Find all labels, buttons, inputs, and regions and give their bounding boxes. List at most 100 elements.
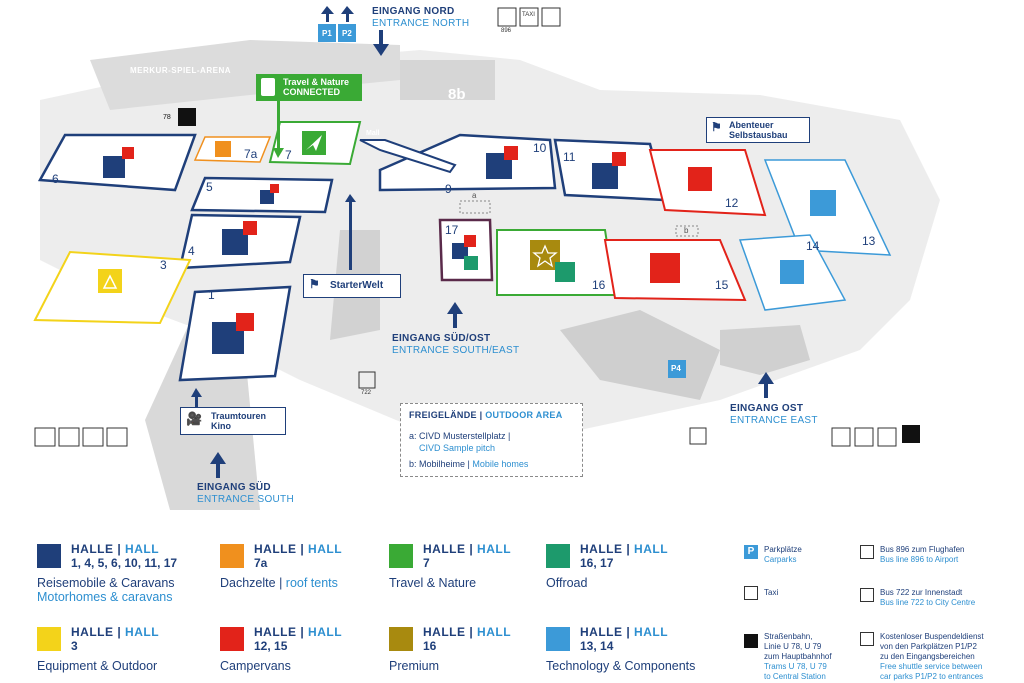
shuttle-en2: car parks P1/P2 to entrances — [880, 672, 984, 681]
campervan-icon — [220, 627, 244, 651]
hall-label-14[interactable]: 14 — [806, 239, 820, 253]
taxi-service: Taxi — [764, 588, 778, 598]
legend-heading: HALLE | HALL — [423, 625, 512, 639]
hall-label-4[interactable]: 4 — [188, 244, 195, 258]
starterwelt-label: StarterWelt — [330, 280, 384, 291]
legend-heading: HALLE | HALL — [71, 625, 160, 639]
tram-stop-icon — [178, 108, 196, 126]
fairground-map — [33, 6, 940, 510]
tram-stop-east-icon — [902, 425, 920, 443]
outdoor-a-en-text: CIVD Sample pitch — [419, 443, 496, 453]
shuttle-l3: zu den Eingangsbereichen — [880, 652, 975, 661]
halle-word: HALLE — [254, 625, 297, 639]
category-de: Campervans — [220, 659, 291, 673]
legend-category-name: Equipment & Outdoor — [37, 659, 157, 673]
legend-hall-numbers: 16 — [423, 639, 437, 653]
entrance-south-east-label[interactable]: EINGANG SÜD/OST ENTRANCE SOUTH/EAST — [392, 333, 519, 357]
bus-896-label: 896 — [501, 28, 512, 34]
starterwelt-callout[interactable]: ⚑ StarterWelt — [303, 274, 401, 298]
category-de: Technology & Components — [546, 659, 696, 673]
outdoor-area-a-marker — [459, 200, 491, 214]
hall-label-6[interactable]: 6 — [52, 172, 59, 186]
abenteuer-line1: Abenteuer — [729, 120, 774, 130]
bus-896-service: Bus 896 zum Flughafen Bus line 896 to Ai… — [880, 545, 965, 565]
hall-label-3[interactable]: 3 — [160, 258, 167, 272]
bus-896-en: Bus line 896 to Airport — [880, 555, 959, 564]
outdoor-b-en: Mobile homes — [472, 459, 529, 469]
left-service-icons — [34, 427, 128, 447]
tram-l3: zum Hauptbahnhof — [764, 652, 832, 661]
travel-nature-callout[interactable]: Travel & Nature CONNECTED — [256, 74, 362, 101]
tram-service: Straßenbahn, Linie U 78, U 79 zum Hauptb… — [764, 632, 832, 682]
category-de: Equipment & Outdoor — [37, 659, 158, 673]
taxi-label: TAXI — [522, 12, 535, 18]
bus-722-en: Bus line 722 to City Centre — [880, 598, 976, 607]
entrance-south-east-en: ENTRANCE SOUTH/EAST — [392, 345, 520, 356]
hall-15-campervan-icon — [650, 253, 680, 283]
hall-16-offroad-icon — [555, 262, 575, 282]
halle-word: HALLE — [254, 542, 297, 556]
travel-nature-pointer-arrow-icon — [273, 100, 284, 158]
navigation-arrow-icon — [389, 544, 413, 568]
star-icon — [389, 627, 413, 651]
traumtouren-line2: Kino — [211, 421, 231, 431]
hall-word: HALL — [308, 625, 343, 639]
north-entrance-arrow-icon — [373, 30, 389, 56]
hall-label-5[interactable]: 5 — [206, 180, 213, 194]
halle-word: HALLE — [71, 625, 114, 639]
tram-l2: Linie U 78, U 79 — [764, 642, 822, 651]
bus-896-de: Bus 896 zum Flughafen — [880, 545, 965, 554]
bus-722-label: 722 — [361, 390, 372, 396]
entrance-north-label[interactable]: EINGANG NORD ENTRANCE NORTH — [372, 6, 469, 30]
hall-11-campervan-icon — [612, 152, 626, 166]
tram-en2: to Central Station — [764, 672, 826, 681]
hall-label-15[interactable]: 15 — [715, 278, 729, 292]
hall-11-motorhome-icon — [592, 163, 618, 189]
hall-5-motorhome-icon — [260, 190, 274, 204]
entrance-north-de: EINGANG NORD — [372, 6, 455, 17]
hall-word: HALL — [634, 542, 669, 556]
hall-label-11[interactable]: 11 — [563, 150, 576, 164]
microphone-icon — [261, 78, 275, 96]
hall-7a-roof-tent-icon — [215, 141, 231, 157]
hall-label-9[interactable]: 9 — [445, 182, 452, 196]
tent-icon — [37, 627, 61, 651]
outdoor-area-box: FREIGELÄNDE | OUTDOOR AREA a: CIVD Muste… — [400, 403, 583, 477]
hall-6-motorhome-icon — [103, 156, 125, 178]
entrance-south-label[interactable]: EINGANG SÜD ENTRANCE SOUTH — [197, 482, 294, 506]
hall-label-16[interactable]: 16 — [592, 278, 606, 292]
legend-heading: HALLE | HALL — [254, 542, 343, 556]
entrance-south-en: ENTRANCE SOUTH — [197, 494, 294, 505]
tram-en1: Trams U 78, U 79 — [764, 662, 827, 671]
hall-word: HALL — [477, 542, 512, 556]
entrance-east-label[interactable]: EINGANG OST ENTRANCE EAST — [730, 403, 818, 427]
arena-block — [90, 40, 400, 110]
hall-label-13[interactable]: 13 — [862, 234, 876, 248]
outdoor-b-de: b: Mobilheime — [409, 459, 466, 469]
arrow-glyph — [306, 135, 322, 151]
halle-word: HALLE — [423, 542, 466, 556]
tram-l1: Straßenbahn, — [764, 632, 813, 641]
hall-label-7[interactable]: 7 — [285, 148, 292, 162]
hall-word: HALL — [125, 542, 160, 556]
abenteuer-callout[interactable]: ⚑ Abenteuer Selbstausbau — [706, 117, 810, 143]
p4-parking-icon — [668, 360, 686, 378]
halle-word: HALLE — [580, 542, 623, 556]
bus-722-service: Bus 722 zur Innenstadt Bus line 722 to C… — [880, 588, 975, 608]
top-right-service-icons — [497, 7, 561, 27]
hall-label-12[interactable]: 12 — [725, 196, 739, 210]
hall-label-17[interactable]: 17 — [445, 223, 459, 237]
legend-heading: HALLE | HALL — [580, 625, 669, 639]
legend-hall-numbers: 7 — [423, 556, 430, 570]
hall-label-7a[interactable]: 7a — [244, 147, 258, 161]
hall-label-10[interactable]: 10 — [533, 141, 547, 155]
shuttle-bus-icon — [860, 632, 874, 646]
hall-4-campervan-icon — [243, 221, 257, 235]
traumtouren-line1: Traumtouren — [211, 411, 267, 421]
roof-tent-icon — [220, 544, 244, 568]
traumtouren-callout[interactable]: 🎥 Traumtouren Kino — [180, 407, 286, 435]
tent-glyph — [102, 274, 118, 289]
hall-label-1[interactable]: 1 — [208, 288, 215, 302]
bus-896-icon — [860, 545, 874, 559]
